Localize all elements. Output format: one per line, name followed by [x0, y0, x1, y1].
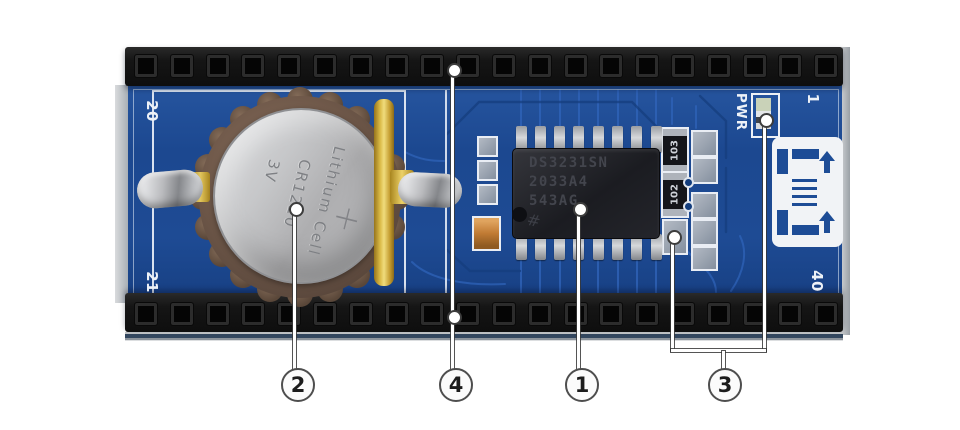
- pin-header-top: [125, 47, 843, 86]
- usb-arrow-icon: [819, 211, 835, 233]
- header-pin-socket: [706, 302, 731, 326]
- chip-logo-mark: #: [525, 209, 543, 232]
- header-pin-socket: [671, 54, 695, 78]
- coin-cell-battery: Lithium Cell CR1220 3V +: [213, 108, 389, 284]
- header-pin-socket: [205, 302, 230, 326]
- pin40-label: 40: [808, 270, 826, 292]
- smd-pad: [691, 246, 718, 271]
- header-pin-socket: [778, 54, 803, 78]
- callout-circle-1: 1: [565, 368, 599, 402]
- header-pin-socket: [635, 302, 660, 326]
- chip-body: DS3231SN 2033A4 543AG #: [512, 148, 660, 239]
- via: [683, 177, 694, 188]
- usb-silk-line: [792, 203, 817, 206]
- callout-dot-header-bottom: [446, 309, 462, 325]
- pcb-right-edge: [842, 47, 850, 335]
- usb-arrow-icon: [819, 151, 835, 173]
- header-pin-socket: [492, 54, 516, 78]
- header-pin-socket: [420, 54, 445, 78]
- header-pin-socket: [205, 54, 230, 78]
- pin21-label: 21: [143, 271, 161, 293]
- header-pin-socket: [384, 54, 409, 78]
- header-pin-socket: [706, 54, 731, 78]
- callout-dot-header-top: [446, 62, 462, 78]
- callout-circle-4: 4: [439, 368, 473, 402]
- callout-dot-pad: [666, 229, 682, 245]
- header-pin-socket: [742, 54, 767, 78]
- header-pin-socket: [599, 302, 624, 326]
- header-pin-socket: [169, 54, 194, 78]
- callout-circle-3: 3: [708, 368, 742, 402]
- callout-bracket: [670, 349, 766, 352]
- header-pin-socket: [527, 302, 552, 326]
- battery-marking: Lithium Cell CR1220 3V: [235, 110, 359, 277]
- pin-header-bottom-edge: [125, 332, 843, 341]
- header-pin-socket: [671, 302, 695, 326]
- usb-connector-footprint: [772, 137, 843, 247]
- callout-dot-chip: [573, 201, 588, 217]
- pin-header-bottom: [125, 293, 843, 332]
- header-pin-socket: [169, 302, 194, 326]
- header-pin-socket: [492, 302, 516, 326]
- header-pin-socket: [241, 302, 266, 326]
- chip-marking-line2: 2033A4: [529, 174, 589, 190]
- callout-dot-led: [758, 112, 774, 128]
- pin1-label: 1: [804, 93, 822, 105]
- header-pin-socket: [134, 302, 158, 326]
- usb-silk-bar: [777, 210, 788, 235]
- smd-pad: [477, 136, 498, 157]
- battery-polarity-mark: +: [324, 200, 370, 238]
- callout-line-chip: [577, 207, 580, 369]
- callout-line-led: [762, 118, 766, 351]
- smd-pad: [691, 219, 718, 246]
- header-pin-socket: [348, 54, 373, 78]
- callout-bracket-stem: [721, 351, 725, 369]
- smd-pad: [691, 130, 718, 157]
- usb-silk-line: [792, 187, 817, 190]
- smd-pad: [477, 184, 498, 205]
- header-pin-socket: [814, 54, 839, 78]
- chip-marking-line1: DS3231SN: [529, 155, 609, 171]
- header-pin-socket: [527, 54, 552, 78]
- usb-silk-line: [792, 195, 817, 198]
- header-pin-socket: [635, 54, 660, 78]
- via: [683, 201, 694, 212]
- header-pin-socket: [134, 54, 158, 78]
- usb-silk-bar: [792, 149, 819, 159]
- smd-pad: [477, 160, 498, 181]
- callout-line-battery: [292, 207, 296, 369]
- rtc-chip: DS3231SN 2033A4 543AG #: [505, 126, 662, 260]
- chip-pin1-notch: [512, 207, 527, 222]
- smd-resistor-103: 103: [661, 127, 689, 174]
- usb-silk-line: [792, 179, 817, 182]
- header-pin-socket: [348, 302, 373, 326]
- header-pin-socket: [814, 302, 839, 326]
- header-pin-socket: [563, 302, 588, 326]
- callout-dot-battery: [288, 201, 304, 217]
- header-pin-socket: [420, 302, 445, 326]
- header-pin-socket: [313, 302, 337, 326]
- header-pin-socket: [241, 54, 266, 78]
- header-pin-socket: [778, 302, 803, 326]
- pcb-left-edge: [115, 85, 128, 303]
- battery-holder-clip: [374, 99, 394, 286]
- smd-capacitor: [472, 216, 501, 251]
- header-pin-socket: [384, 302, 409, 326]
- header-pin-socket: [277, 54, 302, 78]
- pin20-label: 20: [143, 100, 161, 122]
- callout-line-pad: [670, 235, 674, 351]
- pwr-silkscreen-label: PWR: [733, 92, 749, 132]
- usb-silk-bar: [792, 225, 819, 235]
- chip-marking-line3: 543AG: [529, 193, 579, 209]
- usb-silk-bar: [777, 149, 788, 174]
- header-pin-socket: [599, 54, 624, 78]
- header-pin-socket: [563, 54, 588, 78]
- smd-pad: [691, 157, 718, 184]
- smd-pad: [691, 192, 718, 219]
- header-pin-socket: [313, 54, 337, 78]
- callout-circle-2: 2: [281, 368, 315, 402]
